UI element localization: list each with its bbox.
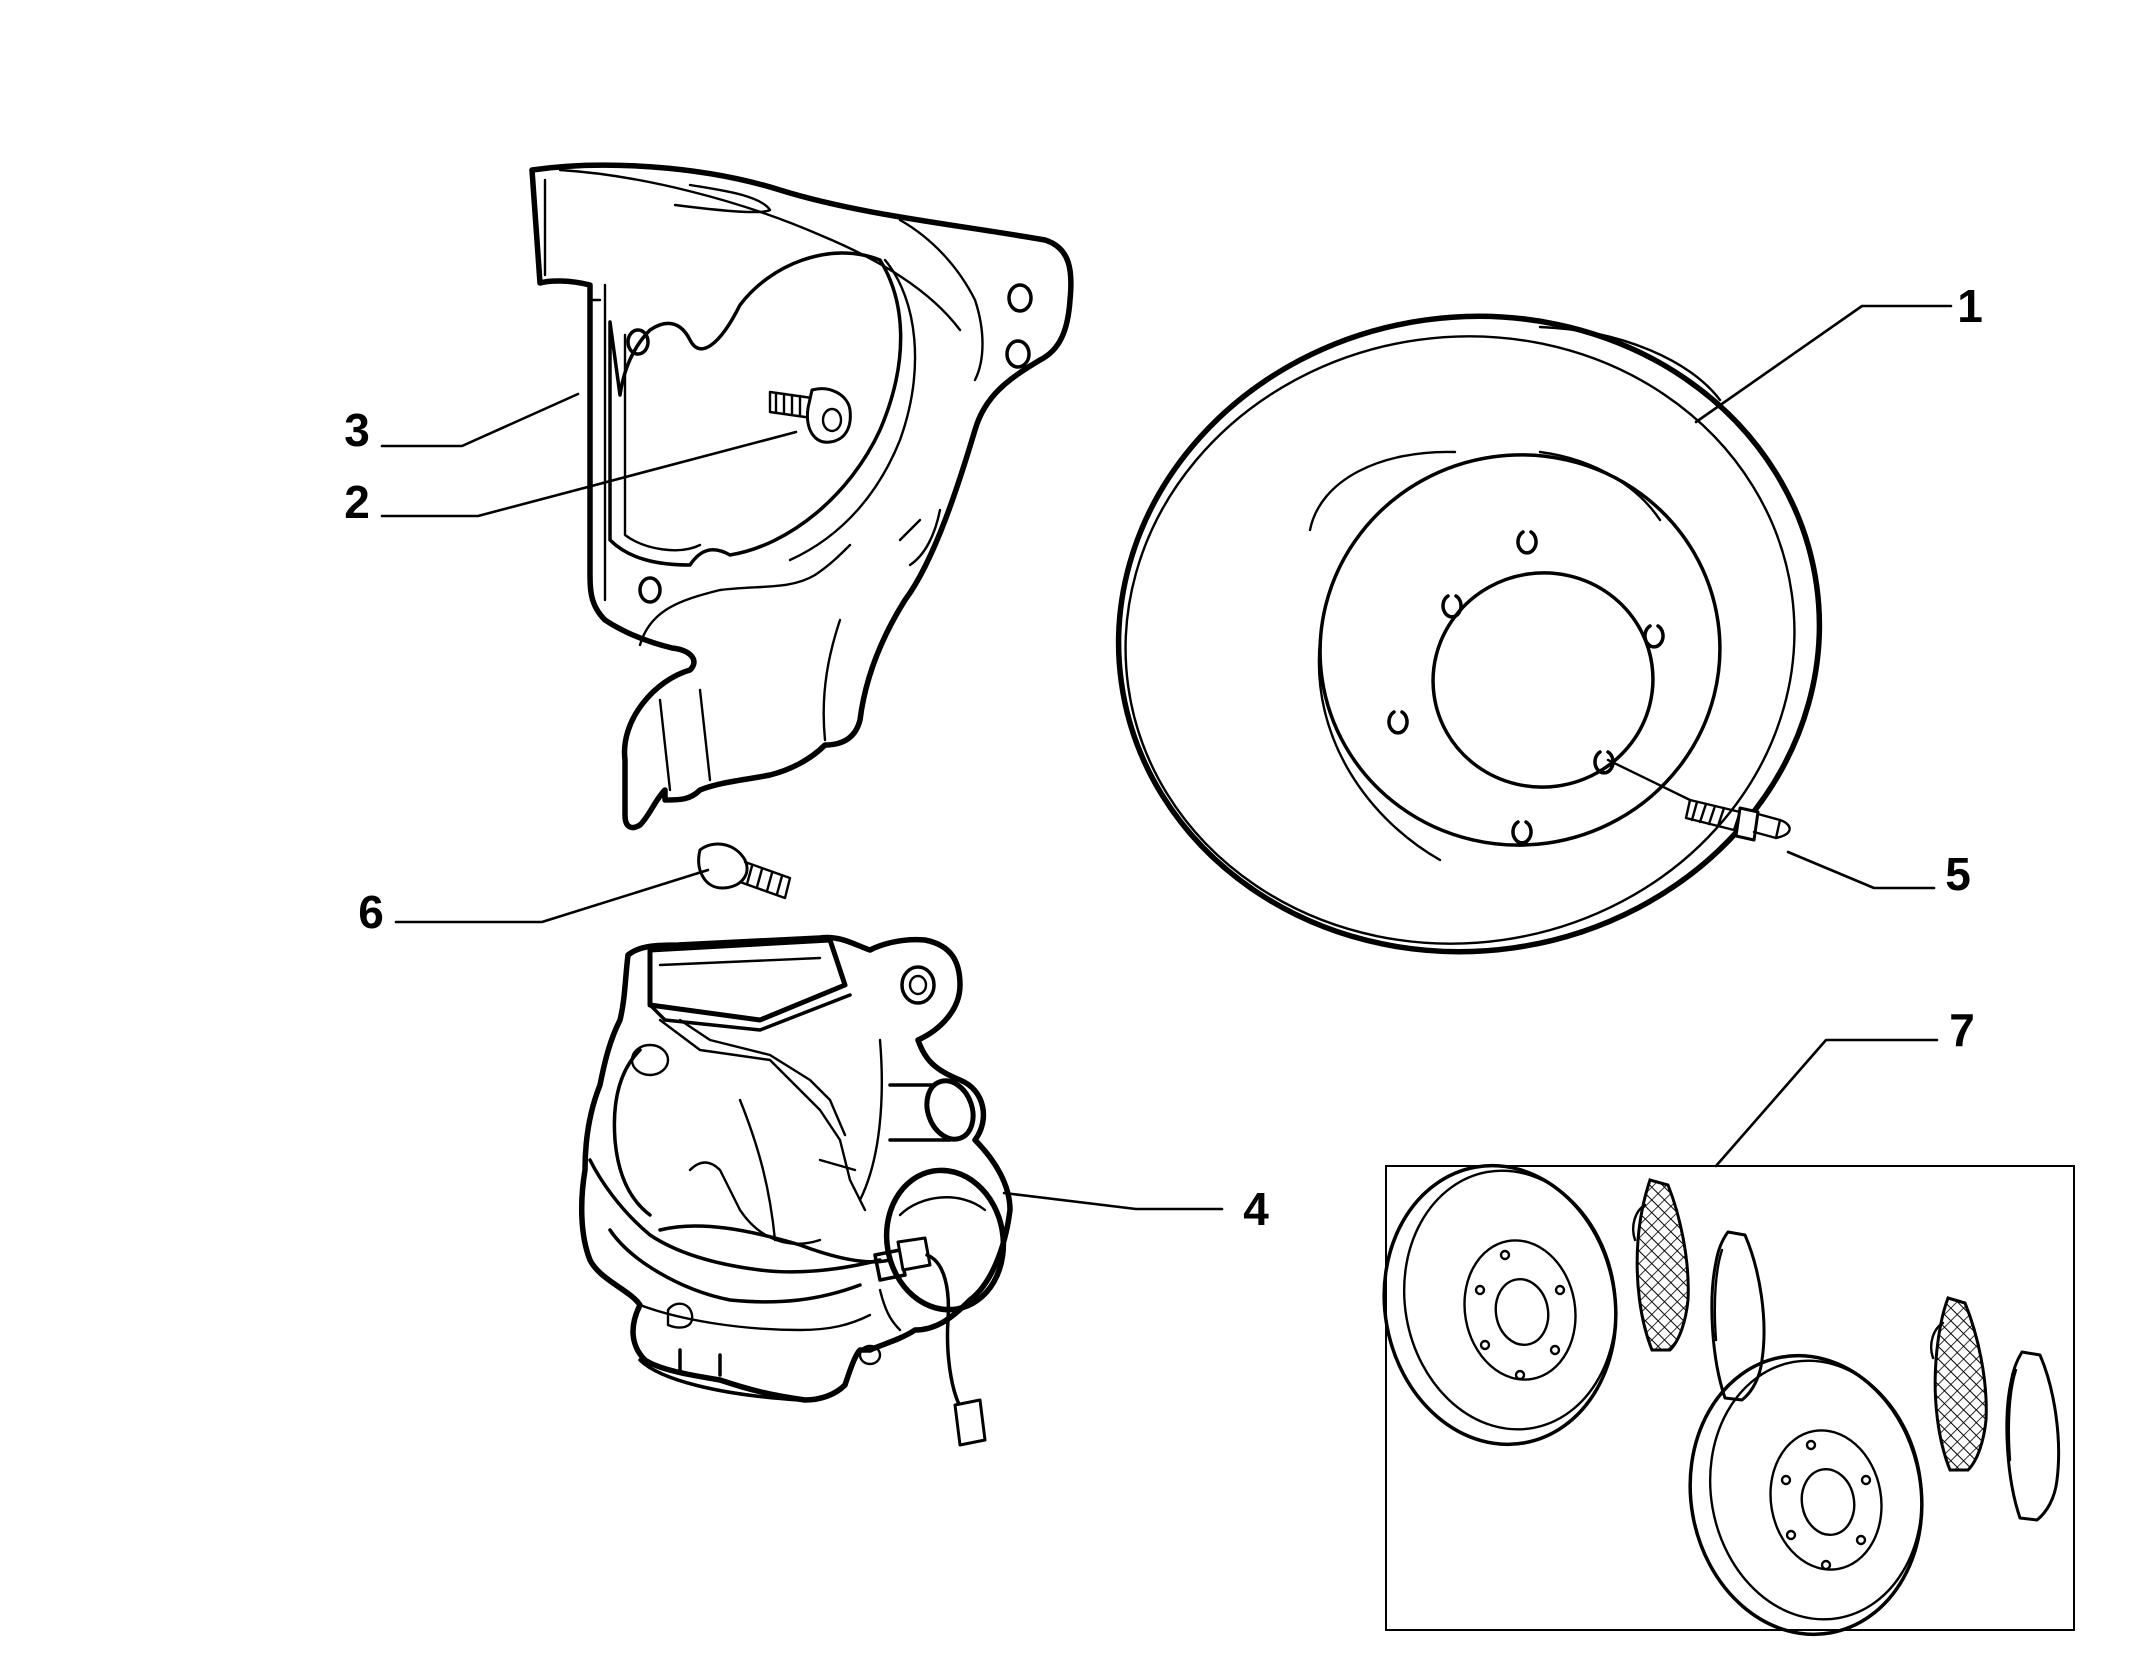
kit-pad-2 [1710,1230,1766,1402]
kit-box [1382,1163,2075,1637]
dust-shield [529,162,1074,831]
leader-5 [1786,850,1936,890]
wheel-stud [1684,798,1791,842]
leader-4 [1002,1191,1224,1211]
leader-3 [380,392,580,448]
shield-screw [768,387,852,444]
callout-label-7: 7 [1949,1004,1975,1056]
kit-pad-3-hatched [1929,1296,1988,1472]
kit-pad-4 [2005,1350,2061,1522]
leader-7 [1714,1038,1939,1168]
callout-label-5: 5 [1945,848,1971,900]
leader-6 [394,868,710,924]
brake-disc [1115,313,1823,955]
leader-lines [380,304,1953,1211]
kit-disc-1 [1382,1163,1618,1447]
callout-label-1: 1 [1957,280,1983,332]
leader-1 [1694,304,1953,424]
disc-bolt-holes [1387,530,1665,845]
callout-label-6: 6 [358,886,384,938]
caliper-bolt [697,842,792,900]
kit-pad-1-hatched [1631,1178,1690,1352]
leader-2 [380,430,798,518]
callout-label-4: 4 [1243,1183,1269,1235]
callout-label-2: 2 [344,476,370,528]
callout-label-3: 3 [344,404,370,456]
kit-disc-2 [1688,1353,1924,1637]
brake-caliper [578,934,1013,1447]
